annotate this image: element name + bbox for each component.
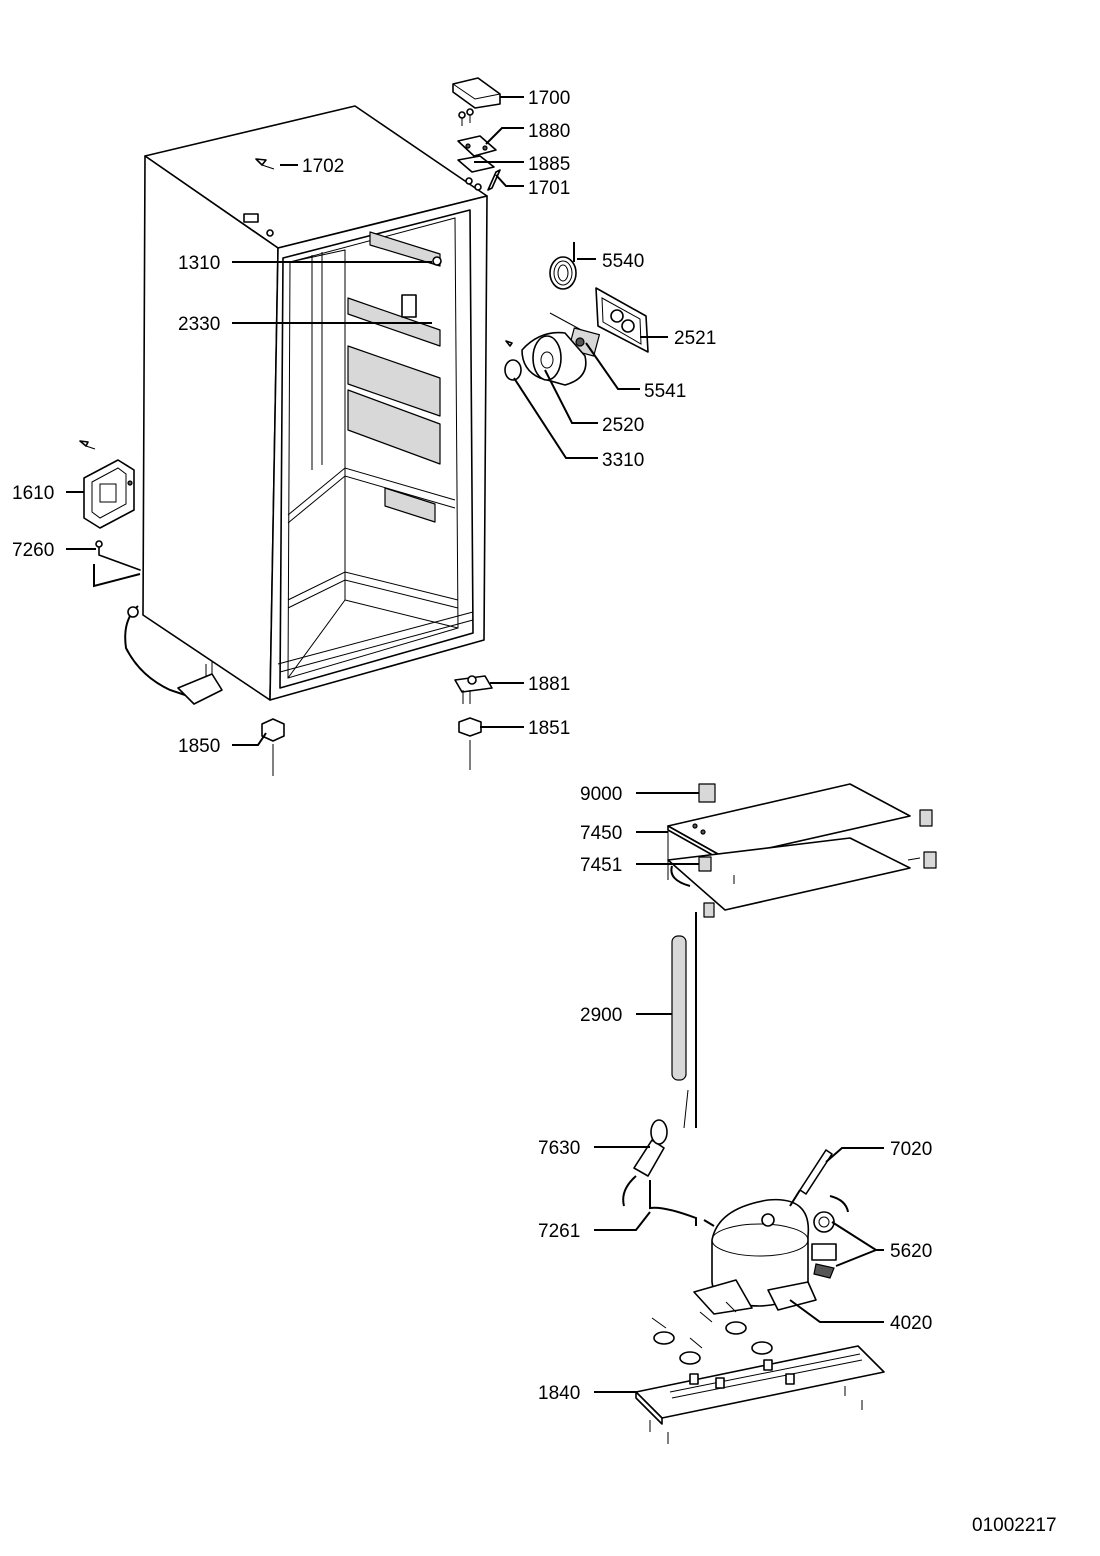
label-2520: 2520 xyxy=(602,415,644,436)
screw-left xyxy=(79,440,96,450)
label-9000: 9000 xyxy=(580,784,622,805)
process-tube-7020 xyxy=(799,1149,833,1195)
label-7260: 7260 xyxy=(12,540,54,561)
label-5541: 5541 xyxy=(644,381,686,402)
label-1880: 1880 xyxy=(528,121,570,142)
hinge-plate-1880 xyxy=(457,135,497,157)
label-5620: 5620 xyxy=(890,1241,932,1262)
valve-7630 xyxy=(622,1119,668,1207)
condenser-bracket-7450 xyxy=(667,783,911,911)
label-4020: 4020 xyxy=(890,1313,932,1334)
mounting-grommets xyxy=(651,1301,773,1365)
fan-housing-2520 xyxy=(521,331,587,386)
label-7450: 7450 xyxy=(580,823,622,844)
label-3310: 3310 xyxy=(602,450,644,471)
label-1885: 1885 xyxy=(528,154,570,175)
label-5540: 5540 xyxy=(602,251,644,272)
lamp-cover-3310 xyxy=(504,340,522,381)
label-1702: 1702 xyxy=(302,156,344,177)
label-7451: 7451 xyxy=(580,855,622,876)
lower-hinge-1881 xyxy=(454,675,493,704)
label-7020: 7020 xyxy=(890,1139,932,1160)
spiral-wire-5540 xyxy=(549,242,577,290)
screw-1702 xyxy=(255,158,275,170)
label-7261: 7261 xyxy=(538,1221,580,1242)
label-2330: 2330 xyxy=(178,314,220,335)
label-1850: 1850 xyxy=(178,736,220,757)
part-labels: 1700 1880 1702 1885 1701 1310 5540 2330 … xyxy=(12,88,932,1404)
hinge-pin-1701 xyxy=(487,169,501,191)
pipe-7260 xyxy=(93,540,141,588)
drawing-number: 01002217 xyxy=(972,1515,1057,1536)
drier-2900 xyxy=(671,912,697,1129)
grommet-7451 xyxy=(698,856,715,918)
connector-9000 xyxy=(698,783,716,803)
pipe-7261 xyxy=(649,1180,697,1226)
screws-upper xyxy=(458,108,474,126)
foot-1850 xyxy=(261,718,285,776)
compressor-4020 xyxy=(693,1189,817,1315)
label-1310: 1310 xyxy=(178,253,220,274)
door-gasket xyxy=(277,611,474,673)
label-1700: 1700 xyxy=(528,88,570,109)
label-2900: 2900 xyxy=(580,1005,622,1026)
thermostat-box-1610 xyxy=(83,459,135,529)
label-1881: 1881 xyxy=(528,674,570,695)
foot-1851 xyxy=(458,717,482,770)
label-7630: 7630 xyxy=(538,1138,580,1159)
label-1610: 1610 xyxy=(12,483,54,504)
label-1840: 1840 xyxy=(538,1383,580,1404)
cover-plate-2521 xyxy=(595,287,649,353)
relay-5620 xyxy=(811,1195,849,1279)
hinge-cover-1700 xyxy=(452,77,501,109)
base-screws xyxy=(649,1386,863,1444)
label-1851: 1851 xyxy=(528,718,570,739)
base-plate-1840 xyxy=(635,1345,885,1425)
label-1701: 1701 xyxy=(528,178,570,199)
bracket-clips xyxy=(733,809,937,884)
leader-lines xyxy=(66,96,884,1393)
hinge-shim-1885 xyxy=(457,155,495,173)
power-cord xyxy=(124,605,223,705)
label-2521: 2521 xyxy=(674,328,716,349)
